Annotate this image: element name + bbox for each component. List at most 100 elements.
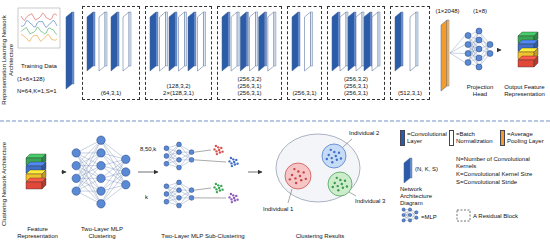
mlp-neuron — [97, 161, 105, 169]
batch-norm-layer — [340, 12, 348, 71]
chart-series — [21, 20, 57, 27]
node-text: Clustering Results — [296, 233, 345, 240]
mlp-neuron — [476, 55, 482, 61]
sample-dot — [231, 165, 233, 167]
mlp-neuron — [164, 184, 169, 189]
layer-face — [111, 12, 117, 71]
layer-side — [185, 12, 187, 66]
layer-side — [129, 12, 131, 66]
layer-face — [231, 12, 237, 71]
sub-cluster-link — [195, 188, 211, 190]
mlp-neuron — [476, 46, 482, 52]
sample-dot — [289, 178, 291, 180]
sample-dot — [215, 150, 217, 152]
legend-text: =MLP — [421, 214, 451, 221]
flow-arrow — [138, 172, 158, 173]
conv-layer — [150, 12, 158, 71]
mlp-neuron — [122, 181, 130, 189]
sample-dot — [228, 160, 230, 162]
feature-cubes — [26, 154, 46, 189]
clustering-results: Clustering Results — [262, 128, 378, 242]
sample-dot — [300, 179, 302, 181]
cluster-samples — [332, 177, 349, 192]
sub-cluster — [213, 183, 223, 194]
layer-side — [447, 20, 449, 86]
mlp-neuron — [164, 192, 169, 197]
layer-face — [404, 158, 410, 183]
feature-representation: Feature Representation — [14, 128, 61, 242]
mlp-neuron — [177, 142, 182, 147]
sample-dot — [235, 195, 237, 197]
output-feature-cubes — [518, 32, 538, 67]
layer-side — [338, 12, 340, 66]
legend-swatch — [449, 130, 454, 146]
node-text: (1×8) — [473, 8, 487, 15]
sub-cluster-link — [195, 150, 211, 152]
layer-side — [410, 158, 412, 178]
node-text: (256,3,1) — [237, 83, 261, 90]
node-text: (64,3,1) — [101, 90, 122, 97]
cube-front — [26, 182, 42, 189]
legend-mlp-icon — [402, 208, 418, 222]
section-divider — [0, 121, 550, 122]
residual-block: (256,3,1) — [287, 6, 322, 100]
sample-dot — [215, 188, 217, 190]
mlp-neuron — [177, 195, 182, 200]
mlp-neuron — [189, 150, 194, 155]
layer-size-label: 8,50,k — [140, 146, 156, 153]
mlp-neuron — [164, 154, 169, 159]
batch-norm-layer — [305, 12, 313, 71]
mlp-neuron — [72, 161, 80, 169]
mlp-link — [101, 185, 126, 204]
mlp-neuron — [97, 174, 105, 182]
leader-line — [343, 139, 352, 147]
section-title: Representation Learning Network Architec… — [1, 4, 15, 116]
cube-side — [534, 56, 538, 67]
conv-layer — [348, 12, 356, 71]
batch-norm-layer — [268, 12, 276, 71]
node-text: Training Data — [21, 63, 57, 70]
individual-cluster — [285, 163, 311, 189]
legend-note: K=Convolutional Kernel Size — [456, 171, 548, 178]
layer-side — [370, 12, 372, 66]
chart-series — [21, 27, 57, 34]
sample-dot — [230, 162, 232, 164]
mlp-neuron — [97, 200, 105, 208]
legend-text: A Residual Block — [473, 213, 545, 220]
layer-face — [395, 12, 401, 71]
mlp-neuron — [465, 42, 471, 48]
layer-side — [416, 12, 418, 66]
projection-head: (1×8)Projection Head — [460, 6, 500, 100]
mlp-link — [450, 53, 465, 63]
sample-dot — [341, 183, 343, 185]
chart-frame — [18, 8, 60, 48]
sample-dot — [236, 198, 238, 200]
layer-side — [93, 12, 95, 66]
residual-block: (512,3,1) — [390, 6, 430, 100]
conv-layer — [111, 12, 119, 71]
mlp-neuron — [408, 213, 411, 216]
sample-dot — [346, 185, 348, 187]
sample-dot — [219, 189, 221, 191]
conv-layer — [404, 158, 412, 183]
sample-dot — [291, 174, 293, 176]
sample-dot — [233, 197, 235, 199]
batch-norm-layer — [99, 12, 107, 71]
layer-face — [66, 12, 72, 89]
individual-cluster — [322, 144, 346, 168]
sample-dot — [331, 157, 333, 159]
sub-clustering-mlp — [164, 142, 194, 170]
mlp-link — [450, 36, 465, 54]
layer-side — [298, 12, 300, 66]
parameter-tuple: (N, K, S) — [415, 166, 438, 173]
legend-text: =Batch Normalization — [456, 131, 498, 145]
average-pooling-layer: (1×2048) — [432, 6, 463, 100]
mlp-neuron — [177, 203, 182, 208]
mlp-link — [76, 140, 101, 178]
layer-face — [410, 12, 416, 71]
flow-arrow — [61, 172, 66, 173]
conv-layer — [66, 12, 74, 89]
sub-cluster — [213, 145, 223, 156]
conv-layer — [364, 12, 372, 71]
mlp-neuron — [402, 208, 405, 211]
